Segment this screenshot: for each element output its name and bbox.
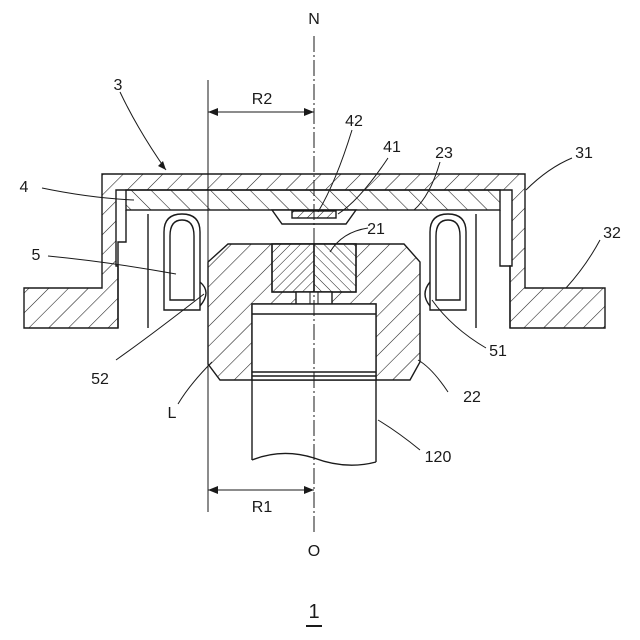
left-wall-step bbox=[118, 210, 126, 328]
spring-left-5 bbox=[148, 214, 200, 328]
label-32: 32 bbox=[603, 225, 621, 242]
label-21: 21 bbox=[367, 221, 385, 238]
dimension-r2 bbox=[208, 108, 314, 116]
label-5: 5 bbox=[32, 247, 41, 264]
figure-number: 1 bbox=[308, 601, 319, 623]
label-51: 51 bbox=[489, 343, 507, 360]
label-N: N bbox=[308, 11, 320, 28]
label-4: 4 bbox=[20, 179, 29, 196]
label-42: 42 bbox=[345, 113, 363, 130]
label-41: 41 bbox=[383, 139, 401, 156]
label-22: 22 bbox=[463, 389, 481, 406]
label-L: L bbox=[168, 405, 177, 422]
contact-51 bbox=[425, 282, 430, 306]
label-52: 52 bbox=[91, 371, 109, 388]
label-31: 31 bbox=[575, 145, 593, 162]
label-3: 3 bbox=[114, 77, 123, 94]
label-120: 120 bbox=[425, 449, 452, 466]
label-23: 23 bbox=[435, 145, 453, 162]
contact-52 bbox=[200, 282, 206, 306]
label-O: O bbox=[308, 543, 320, 560]
label-R2: R2 bbox=[252, 91, 273, 108]
label-R1: R1 bbox=[252, 499, 273, 516]
dimension-r1 bbox=[208, 486, 314, 494]
plate-4 bbox=[126, 190, 500, 210]
right-wall-step bbox=[500, 210, 510, 328]
spring-right-5 bbox=[430, 214, 476, 328]
